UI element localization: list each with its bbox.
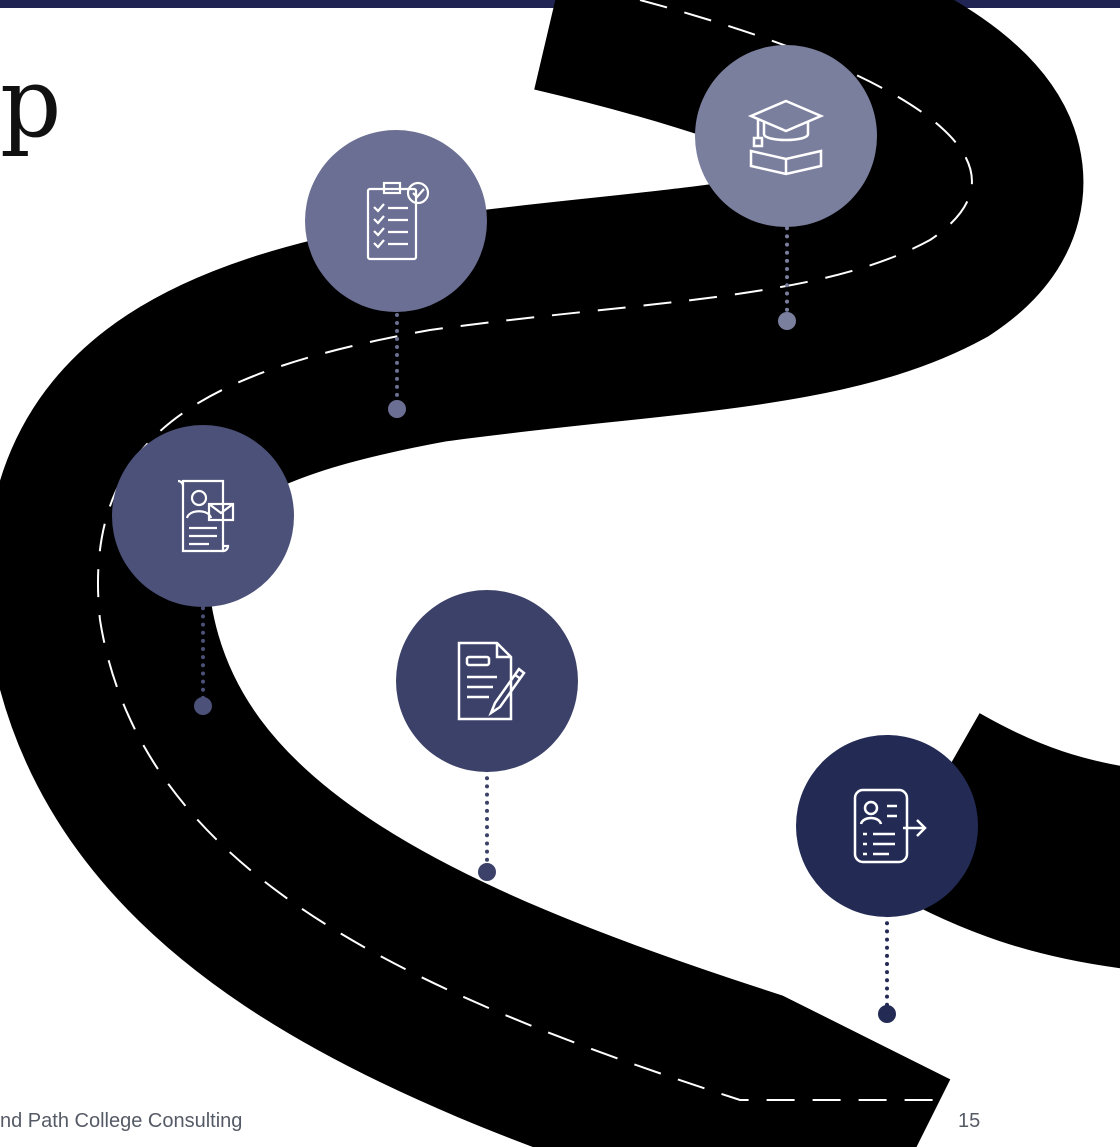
checklist-clipboard-icon — [346, 171, 446, 271]
milestone-4-point — [478, 863, 496, 881]
milestone-5-connector — [885, 905, 889, 1015]
milestone-1-connector — [785, 210, 789, 320]
road-center-line — [97, 0, 1120, 1101]
milestone-1[interactable] — [695, 45, 877, 227]
milestone-3-point — [194, 697, 212, 715]
milestone-3[interactable] — [112, 425, 294, 607]
slide-title-fragment: p — [0, 47, 62, 159]
milestone-3-connector — [201, 590, 205, 700]
document-pen-icon — [437, 631, 537, 731]
milestone-4-connector — [485, 760, 489, 870]
milestone-4[interactable] — [396, 590, 578, 772]
page-number: 15 — [958, 1110, 981, 1132]
graduation-cap-book-icon — [736, 86, 836, 186]
footer-company-name: nd Path College Consulting — [0, 1110, 243, 1132]
milestone-2-connector — [395, 305, 399, 405]
milestone-2[interactable] — [305, 130, 487, 312]
milestone-5-point — [878, 1005, 896, 1023]
profile-form-export-icon — [837, 776, 937, 876]
milestone-5[interactable] — [796, 735, 978, 917]
milestone-2-point — [388, 400, 406, 418]
resume-envelope-icon — [153, 466, 253, 566]
milestone-1-point — [778, 312, 796, 330]
